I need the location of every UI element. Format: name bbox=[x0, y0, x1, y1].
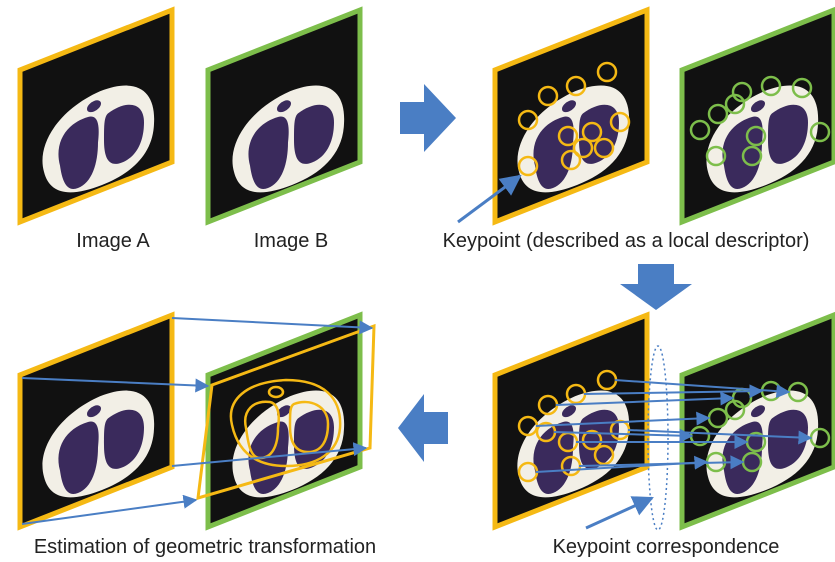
keypoint-markers-a bbox=[517, 61, 631, 177]
step-arrow-right bbox=[400, 84, 456, 152]
transformed-frame bbox=[196, 323, 376, 501]
image-a-panel bbox=[17, 6, 175, 226]
keypoint-image-a-panel bbox=[457, 6, 650, 226]
transformation-lines bbox=[21, 317, 374, 525]
correspondence-ellipse bbox=[647, 345, 669, 531]
label-image-b: Image B bbox=[253, 230, 329, 252]
step-arrow-left bbox=[398, 394, 448, 462]
estimation-image-b-panel bbox=[205, 311, 363, 531]
label-estimation: Estimation of geometric transformation bbox=[33, 536, 377, 558]
label-keypoint: Keypoint (described as a local descripto… bbox=[442, 230, 810, 252]
keypoint-pointer-arrow bbox=[457, 174, 522, 224]
step-arrow-down bbox=[620, 264, 692, 310]
keypoint-markers-b bbox=[689, 75, 831, 167]
label-image-a: Image A bbox=[76, 230, 150, 252]
correspondence-pointer-arrow bbox=[585, 496, 654, 530]
estimation-image-a-panel bbox=[17, 311, 175, 531]
label-correspondence: Keypoint correspondence bbox=[552, 536, 780, 558]
correspondence-lines bbox=[535, 379, 813, 473]
keypoint-image-b-panel bbox=[679, 6, 835, 226]
overlay-contours bbox=[229, 378, 342, 468]
image-b-panel bbox=[205, 6, 363, 226]
correspondence-image-b-panel bbox=[679, 311, 835, 531]
